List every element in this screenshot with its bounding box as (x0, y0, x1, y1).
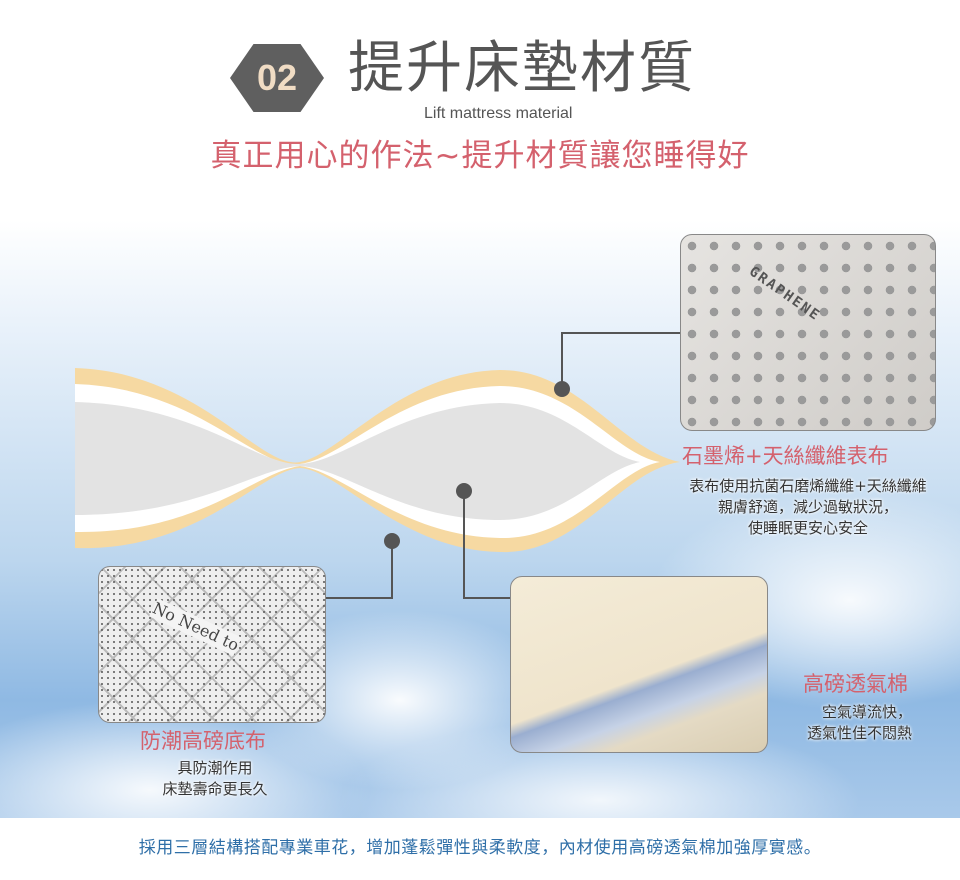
callout-dot-middle (456, 483, 472, 499)
feature-base: 防潮高磅底布 (140, 729, 266, 754)
desc-line: 具防潮作用 (177, 759, 253, 777)
feature-foam-desc: 空氣導流快， 透氣性佳不悶熱 (760, 702, 912, 744)
foam-photo (510, 576, 768, 753)
page-title: 提升床墊材質 (348, 36, 696, 101)
footer-text: 採用三層結構搭配專業車花，增加蓬鬆彈性與柔軟度，內材使用高磅透氣棉加強厚實感。 (138, 838, 822, 858)
callout-lines (326, 332, 680, 599)
desc-line: 透氣性佳不悶熱 (806, 724, 912, 742)
desc-line: 床墊壽命更長久 (162, 780, 268, 798)
feature-title: 石墨烯+天絲纖維表布 (682, 444, 889, 468)
feature-base-desc: 具防潮作用 床墊壽命更長久 (130, 758, 300, 800)
desc-line: 空氣導流快， (821, 703, 912, 721)
page-subtitle: Lift mattress material (424, 105, 573, 122)
desc-line: 親膚舒適，減少過敏狀況， (717, 498, 898, 516)
feature-graphene: 石墨烯+天絲纖維表布 (682, 444, 889, 469)
tagline: 真正用心的作法~提升材質讓您睡得好 (210, 138, 750, 174)
photo-label: GRAPHENE (745, 263, 824, 325)
desc-line: 使睡眠更安心安全 (747, 519, 868, 537)
step-number: 02 (256, 57, 298, 98)
mattress-core-layer (75, 402, 640, 520)
feature-foam: 高磅透氣棉 (778, 672, 908, 697)
base-fabric-photo: No Need to (98, 566, 326, 723)
feature-title: 高磅透氣棉 (803, 672, 908, 696)
callout-dot-bottom (384, 533, 400, 549)
desc-line: 表布使用抗菌石磨烯纖維+天絲纖維 (689, 477, 927, 495)
callout-dot-top (554, 381, 570, 397)
photo-label: No Need to (149, 598, 242, 656)
graphene-fabric-photo: GRAPHENE (680, 234, 936, 431)
footer-strip: 採用三層結構搭配專業車花，增加蓬鬆彈性與柔軟度，內材使用高磅透氣棉加強厚實感。 (0, 818, 960, 880)
feature-graphene-desc: 表布使用抗菌石磨烯纖維+天絲纖維 親膚舒適，減少過敏狀況， 使睡眠更安心安全 (660, 476, 956, 539)
feature-title: 防潮高磅底布 (140, 729, 266, 753)
